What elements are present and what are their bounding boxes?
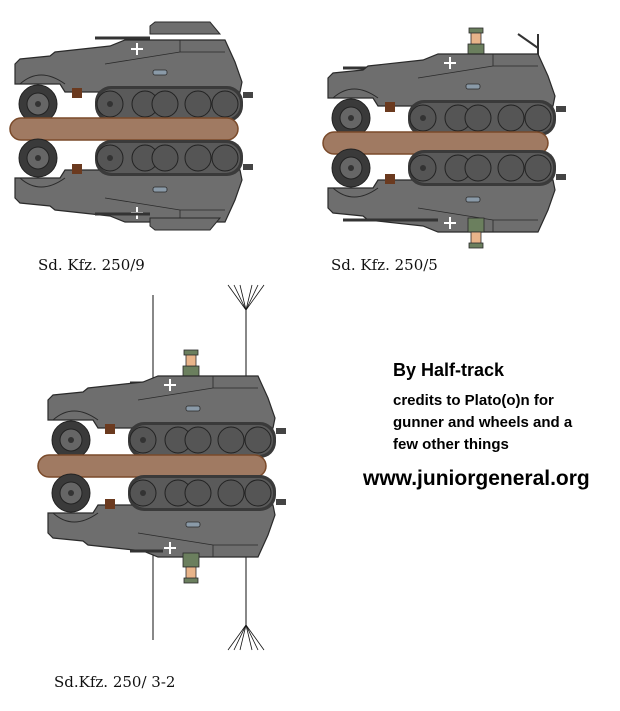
model-label: Sd. Kfz. 250/5 [331, 256, 438, 274]
base-stand [9, 117, 239, 141]
model-sdkfz-250-3-2: Sd.Kfz. 250/ 3-2 [37, 284, 298, 705]
credits-line: few other things [393, 436, 509, 453]
author-title: By Half-track [393, 360, 505, 380]
credits-text: credits to Plato(o)n for gunner and whee… [393, 390, 572, 456]
halftrack-250-9-drawing [9, 21, 254, 231]
model-sdkfz-250-9: Sd. Kfz. 250/9 [9, 20, 270, 274]
halftrack-250-3-2-drawing [37, 284, 287, 651]
model-label: Sd.Kfz. 250/ 3-2 [54, 673, 176, 691]
model-label: Sd. Kfz. 250/9 [38, 256, 145, 274]
website-link[interactable]: www.juniorgeneral.org [363, 467, 590, 490]
model-sdkfz-250-5: Sd. Kfz. 250/5 [322, 27, 593, 274]
halftrack-250-5-drawing [322, 27, 567, 249]
credits-line: gunner and wheels and a [393, 414, 573, 431]
credits-line: credits to Plato(o)n for [393, 392, 554, 409]
